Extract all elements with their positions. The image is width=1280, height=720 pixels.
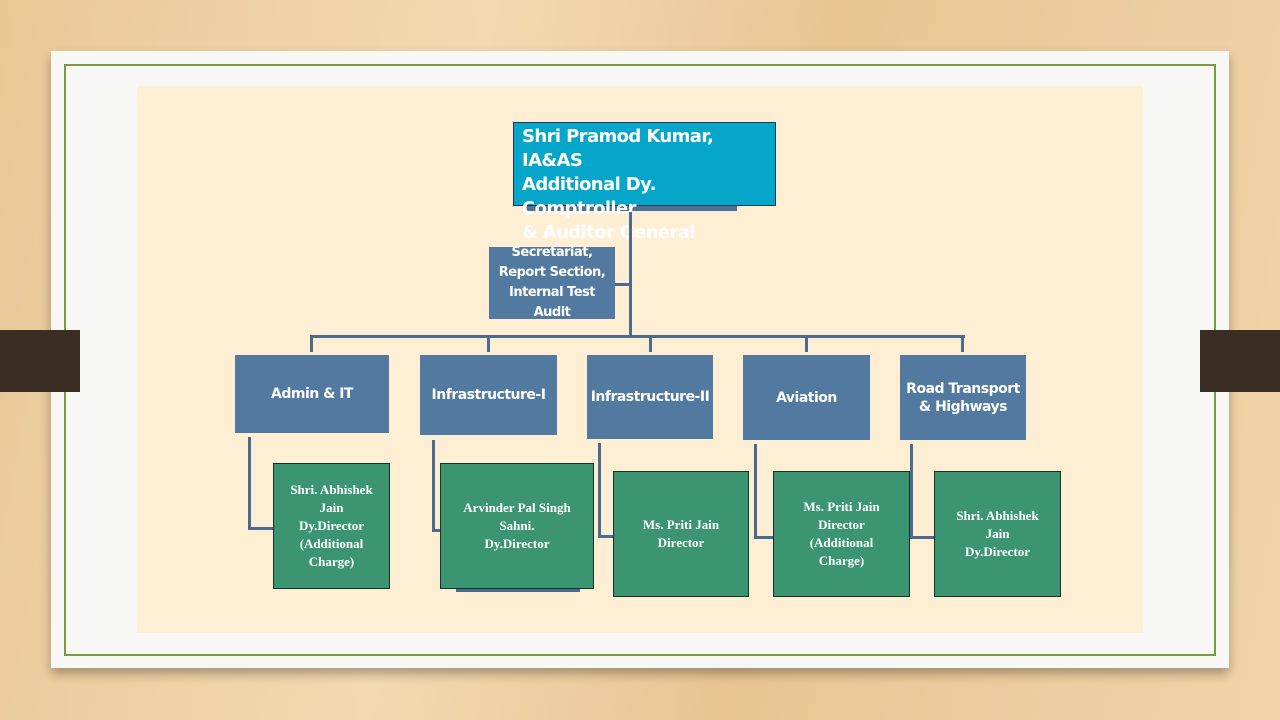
- dept-road-transport: Road Transport & Highways: [900, 355, 1026, 440]
- right-decor-tab: [1200, 330, 1280, 392]
- box-shadow: [456, 588, 580, 592]
- dept-infrastructure-1: Infrastructure-I: [420, 355, 557, 435]
- officer-aviation: Ms. Priti Jain Director (Additional Char…: [773, 471, 910, 597]
- connector: [961, 335, 964, 352]
- connector: [310, 335, 313, 352]
- head-name: Shri Pramod Kumar, IA&AS: [522, 126, 714, 171]
- officer-infrastructure-1: Arvinder Pal Singh Sahni. Dy.Director: [440, 463, 594, 589]
- connector: [310, 335, 965, 338]
- secretariat-box: Secretariat, Report Section, Internal Te…: [489, 245, 615, 320]
- connector: [432, 529, 441, 532]
- connector: [754, 536, 774, 539]
- head-box: Shri Pramod Kumar, IA&AS Additional Dy. …: [513, 122, 776, 243]
- dept-infrastructure-2: Infrastructure-II: [587, 355, 713, 439]
- connector: [432, 440, 435, 532]
- connector: [598, 443, 601, 538]
- officer-road-transport: Shri. Abhishek Jain Dy.Director: [934, 471, 1061, 597]
- head-title-2: & Auditor General: [522, 222, 695, 243]
- connector: [910, 444, 913, 539]
- left-decor-tab: [0, 330, 80, 392]
- connector: [598, 535, 614, 538]
- connector: [629, 212, 632, 338]
- connector: [615, 283, 630, 286]
- head-title: Additional Dy. Comptroller: [522, 174, 656, 219]
- connector: [487, 335, 490, 352]
- dept-aviation: Aviation: [743, 355, 870, 440]
- connector: [248, 437, 251, 530]
- dept-admin-it: Admin & IT: [235, 355, 389, 433]
- connector: [910, 536, 935, 539]
- officer-admin-it: Shri. Abhishek Jain Dy.Director (Additio…: [273, 463, 390, 589]
- head-shadow: [524, 206, 737, 211]
- connector: [649, 335, 652, 352]
- connector: [754, 444, 757, 539]
- officer-infrastructure-2: Ms. Priti Jain Director: [613, 471, 749, 597]
- connector: [248, 527, 274, 530]
- connector: [805, 335, 808, 352]
